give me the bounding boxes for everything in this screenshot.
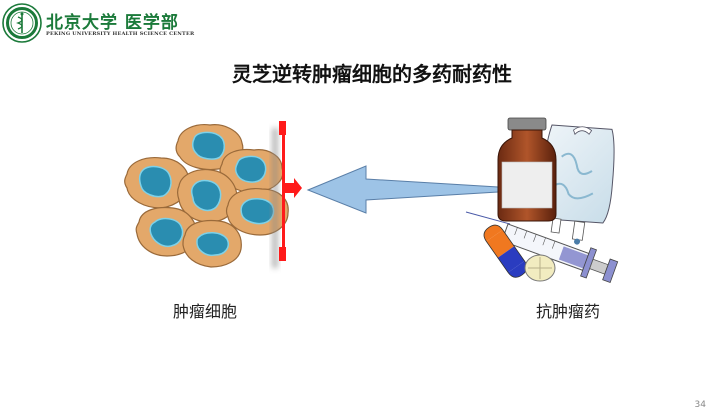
cell — [219, 148, 284, 193]
slide-title: 灵芝逆转肿瘤细胞的多药耐药性 — [232, 62, 512, 86]
cell — [176, 169, 238, 223]
anticancer-drugs-label: 抗肿瘤药 — [536, 302, 601, 321]
medicine-collection-icon — [465, 117, 619, 283]
capsule-icon — [483, 224, 528, 278]
cell — [182, 219, 242, 268]
cell — [225, 188, 289, 236]
tumor-cells-label: 肿瘤细胞 — [173, 302, 238, 321]
institution-name-en: PEKING UNIVERSITY HEALTH SCIENCE CENTER — [46, 31, 195, 37]
tumor-cells-icon — [124, 124, 289, 268]
iv-bag-icon — [541, 124, 615, 245]
membrane-pump-barrier-icon — [272, 121, 302, 268]
tablet-icon — [524, 254, 556, 282]
left-arrow-icon — [306, 165, 499, 214]
university-seal-icon — [2, 3, 42, 43]
cell — [135, 206, 198, 257]
page-number: 34 — [694, 400, 706, 410]
medicine-bottle-icon — [497, 117, 557, 222]
institution-name-cn: 北京大学 医学部 — [46, 13, 179, 33]
